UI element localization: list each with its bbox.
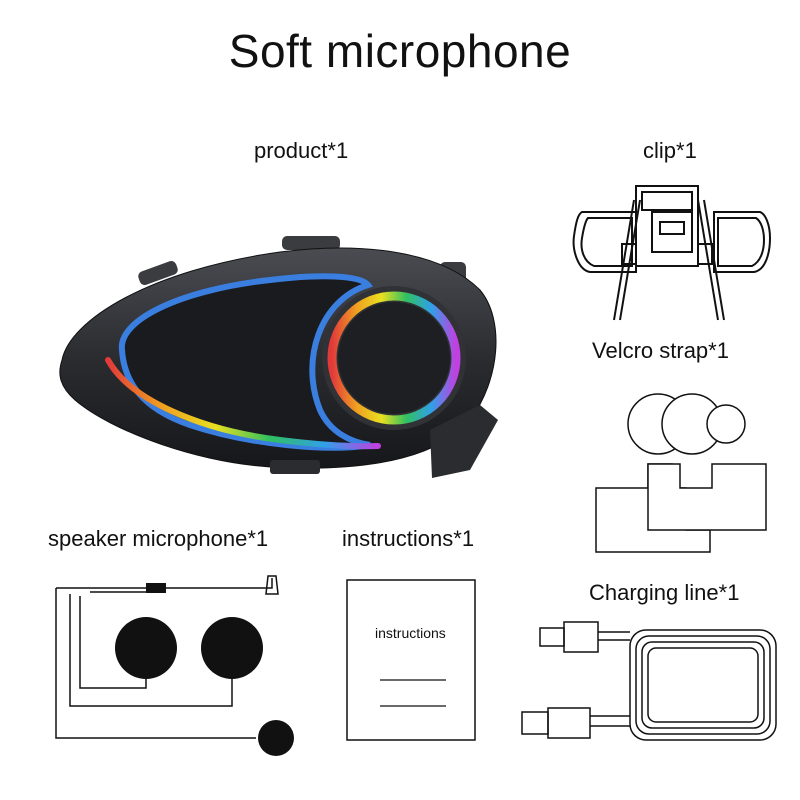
- instructions-label: instructions*1: [342, 526, 475, 551]
- clip-label: clip*1: [643, 138, 697, 163]
- charging-line-label: Charging line*1: [589, 580, 740, 605]
- velcro-strap-label: Velcro strap*1: [592, 338, 729, 363]
- page-title: Soft microphone: [228, 25, 572, 77]
- instructions-doc-text: instructions: [375, 625, 446, 641]
- speaker-microphone-label: speaker microphone*1: [48, 526, 269, 551]
- product-label: product*1: [254, 138, 349, 163]
